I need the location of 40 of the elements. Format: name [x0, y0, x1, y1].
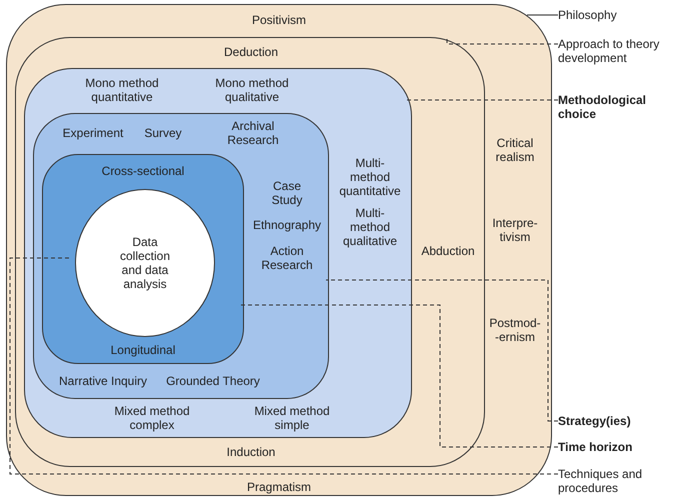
core-label: Data collection and data analysis [118, 235, 172, 291]
layer-term: Induction [226, 445, 276, 459]
layer-term: Mixed method simple [253, 404, 331, 432]
layer-label: Time horizon [558, 440, 632, 454]
layer-label: Strategy(ies) [558, 414, 631, 428]
leader-line [240, 304, 558, 448]
layer-label: Philosophy [558, 8, 617, 22]
layer-term: Ethnography [252, 218, 322, 232]
layer-term: Mono method qualitative [214, 76, 290, 104]
layer-term: Experiment [62, 126, 124, 140]
layer-term: Deduction [224, 45, 278, 59]
leader-line [10, 258, 558, 474]
time-horizon-layer [42, 154, 244, 364]
layer-term: Case Study [270, 179, 304, 207]
layer-term: Abduction [421, 244, 475, 258]
layer-term: Critical realism [496, 136, 534, 164]
layer-term: Pragmatism [247, 480, 311, 494]
layer-term: Survey [144, 126, 182, 140]
layer-term: Mono method quantitative [84, 76, 160, 104]
layer-term: Cross-sectional [102, 164, 184, 178]
layer-term: Action Research [261, 244, 313, 272]
leader-line [326, 280, 558, 422]
layer-term: Interpre- tivism [492, 216, 538, 244]
layer-label: Techniques and procedures [558, 467, 673, 495]
layer-label: Approach to theory development [558, 37, 676, 65]
layer-term: Multi-method quantitative [339, 156, 401, 198]
approach-layer [15, 37, 485, 467]
layer-term: Archival Research [226, 119, 280, 147]
layer-term: Narrative Inquiry [58, 374, 148, 388]
leader-line [526, 14, 558, 16]
layer-term: Mixed method complex [113, 404, 191, 432]
strategy-layer [33, 113, 329, 399]
layer-term: Postmod- -ernism [489, 316, 541, 344]
layer-term: Positivism [252, 13, 306, 27]
layer-term: Multi-method qualitative [342, 206, 398, 248]
layer-term: Longitudinal [110, 343, 176, 357]
layer-term: Grounded Theory [166, 374, 260, 388]
choice-layer [24, 68, 412, 438]
layer-label: Methodological choice [558, 93, 673, 121]
philosophy-layer [6, 4, 552, 496]
